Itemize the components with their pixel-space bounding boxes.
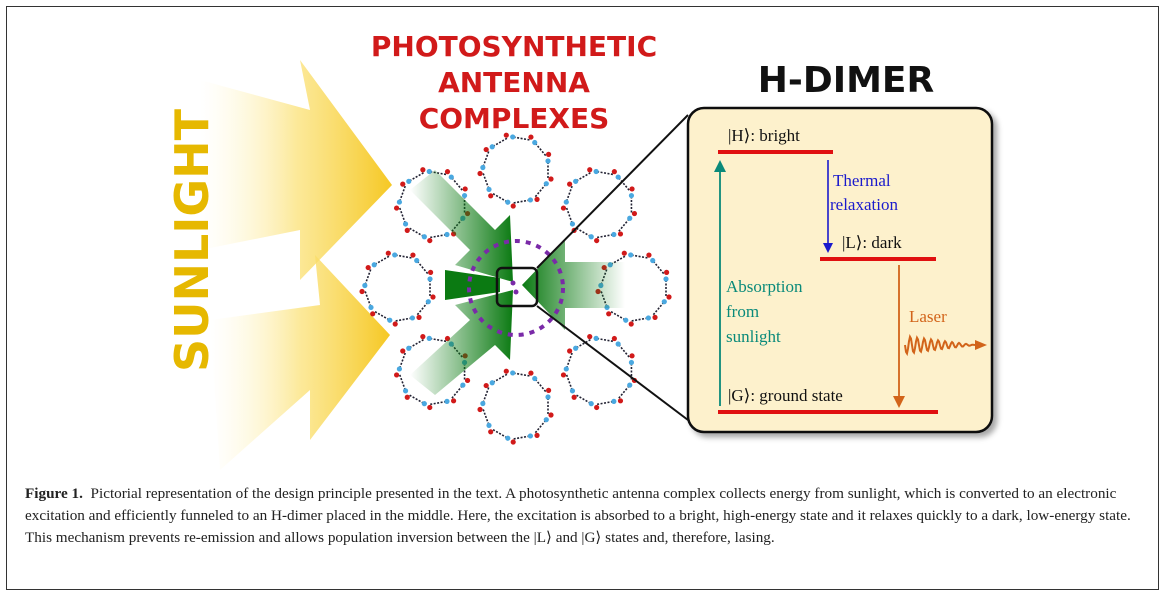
- absorption-arrowhead: [714, 160, 726, 172]
- sun-arrow-lower: [210, 255, 390, 470]
- thermal-label-line2: relaxation: [830, 195, 898, 214]
- antenna-title-line2: ANTENNA: [438, 66, 590, 99]
- zoom-line-top: [536, 114, 689, 269]
- antenna-ring: [560, 334, 638, 411]
- antenna-title-line1: PHOTOSYNTHETIC: [371, 30, 657, 63]
- figure-illustration: SUNLIGHT PHOTOSYNTHETIC ANTENNA COMPLEXE…: [165, 30, 994, 470]
- antenna-ring: [393, 167, 471, 244]
- level-dark-label: |L⟩: dark: [842, 233, 902, 252]
- energy-level-panel: |H⟩: bright |L⟩: dark |G⟩: ground state …: [686, 106, 994, 434]
- funnel-arrows: [410, 170, 625, 395]
- funnel-arrow-upper-left: [410, 170, 513, 282]
- dimer-dot-1: [510, 280, 516, 286]
- sunlight-label: SUNLIGHT: [165, 108, 219, 372]
- absorption-label-line3: sunlight: [726, 327, 781, 346]
- antenna-title-line3: COMPLEXES: [419, 102, 610, 135]
- dimer-title: H-DIMER: [758, 60, 934, 101]
- funnel-arrow-left: [445, 270, 500, 300]
- absorption-label-line2: from: [726, 302, 759, 321]
- antenna-ring: [477, 132, 554, 209]
- thermal-arrowhead: [823, 243, 833, 253]
- antenna-ring: [477, 368, 554, 445]
- caption-text: Pictorial representation of the design p…: [25, 485, 1131, 546]
- funnel-arrow-lower-left: [410, 290, 513, 395]
- sun-arrow-upper: [200, 60, 392, 280]
- zoom-line-bottom: [536, 305, 689, 421]
- antenna-ring: [560, 167, 638, 244]
- laser-wave-arrowhead: [975, 340, 987, 350]
- level-ground-label: |G⟩: ground state: [728, 386, 843, 405]
- thermal-label-line1: Thermal: [833, 171, 891, 190]
- figure-caption: Figure 1. Pictorial representation of th…: [25, 483, 1140, 549]
- laser-arrowhead: [893, 396, 905, 408]
- dimer-dot-2: [513, 289, 519, 295]
- absorption-label-line1: Absorption: [726, 277, 803, 296]
- funnel-arrow-right: [522, 240, 625, 330]
- central-ring: [467, 239, 565, 337]
- antenna-title: PHOTOSYNTHETIC ANTENNA COMPLEXES: [371, 30, 657, 135]
- caption-label: Figure 1.: [25, 485, 83, 502]
- antenna-rings: [359, 132, 672, 445]
- panel-background: [686, 106, 994, 434]
- laser-wave: [904, 334, 976, 357]
- antenna-ring: [359, 250, 436, 327]
- level-bright-label: |H⟩: bright: [728, 126, 800, 145]
- zoom-box: [495, 266, 539, 308]
- sunlight-arrows: [200, 60, 392, 470]
- laser-label: Laser: [909, 307, 947, 326]
